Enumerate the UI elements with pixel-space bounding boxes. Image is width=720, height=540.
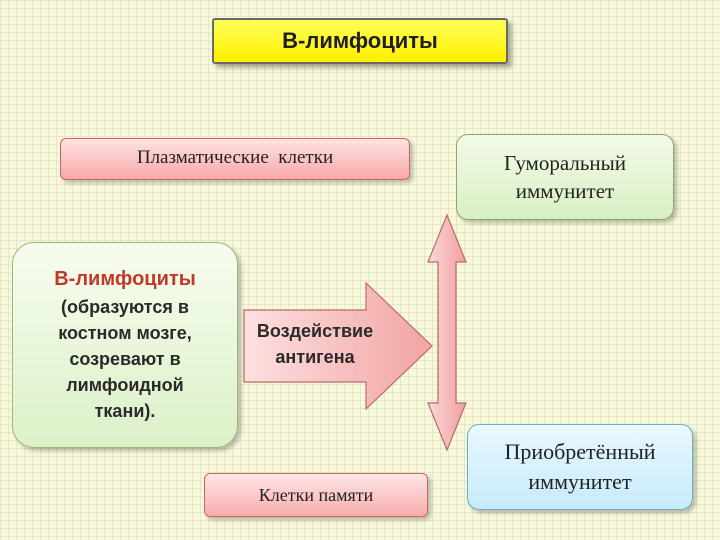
- plasma-cells-label: Плазматические клетки: [136, 147, 334, 168]
- b-lymphocytes-desc-1: (образуются в: [61, 297, 189, 317]
- memory-cells-label: Клетки памяти: [258, 484, 374, 505]
- b-lymphocytes-box: В-лимфоциты (образуются в костном мозге,…: [12, 242, 238, 448]
- b-lymphocytes-desc-5: ткани).: [94, 401, 156, 421]
- antigen-line1: Воздействие: [256, 321, 374, 341]
- memory-cells-box: Клетки памяти: [204, 473, 428, 517]
- acquired-line1: Приобретённый: [504, 439, 656, 464]
- antigen-line2: антигена: [275, 347, 355, 367]
- acquired-line2: иммунитет: [528, 469, 632, 494]
- b-lymphocytes-heading: В-лимфоциты: [54, 268, 196, 290]
- title-text: В-лимфоциты: [282, 28, 438, 53]
- plasma-cells-box: Плазматические клетки: [60, 138, 410, 180]
- title-box: В-лимфоциты: [212, 18, 508, 64]
- b-lymphocytes-desc-2: костном мозге,: [58, 323, 192, 343]
- b-lymphocytes-desc-3: созревают в: [69, 349, 181, 369]
- humoral-line1: Гуморальный: [503, 151, 626, 175]
- b-lymphocytes-desc-4: лимфоидной: [66, 375, 184, 395]
- antigen-label: Воздействие антигена: [246, 318, 384, 370]
- acquired-immunity-box: Приобретённый иммунитет: [467, 424, 693, 510]
- antigen-arrow: [243, 281, 433, 411]
- humoral-immunity-box: Гуморальный иммунитет: [456, 134, 674, 220]
- double-vertical-arrow: [427, 213, 467, 452]
- humoral-line2: иммунитет: [515, 179, 615, 203]
